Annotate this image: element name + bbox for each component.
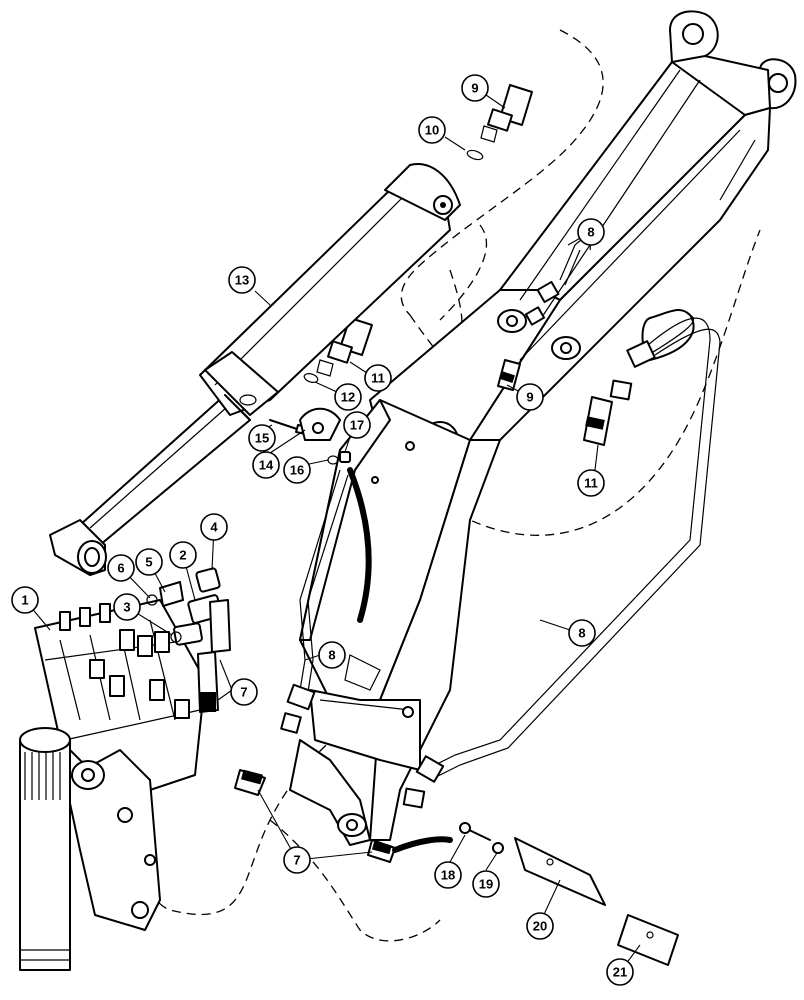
callout-20: 20 xyxy=(526,912,554,940)
left-tube-8 xyxy=(280,469,349,734)
callout-15: 15 xyxy=(248,424,276,452)
callout-5: 5 xyxy=(135,548,163,576)
callout-21: 21 xyxy=(606,958,634,986)
callout-3: 3 xyxy=(113,593,141,621)
svg-text:8: 8 xyxy=(578,626,585,641)
callout-9-top: 9 xyxy=(461,74,489,102)
mount-bracket xyxy=(19,727,161,971)
svg-text:2: 2 xyxy=(179,548,186,563)
callout-7-lower: 7 xyxy=(283,846,311,874)
callout-6: 6 xyxy=(107,554,135,582)
callout-12: 12 xyxy=(334,383,362,411)
hardware xyxy=(459,822,679,966)
svg-text:12: 12 xyxy=(341,390,355,405)
svg-text:6: 6 xyxy=(117,561,124,576)
callout-14: 14 xyxy=(252,451,280,479)
callout-16: 16 xyxy=(283,456,311,484)
svg-text:14: 14 xyxy=(259,458,274,473)
boom-arm xyxy=(289,10,797,846)
svg-text:19: 19 xyxy=(479,877,493,892)
svg-text:9: 9 xyxy=(526,390,533,405)
svg-text:8: 8 xyxy=(328,648,335,663)
callouts: 1 2 3 4 5 6 7 7 8 8 8 9 9 10 11 11 12 13… xyxy=(11,74,634,986)
callout-10: 10 xyxy=(418,116,446,144)
callout-17: 17 xyxy=(343,411,371,439)
callout-8-top: 8 xyxy=(577,218,605,246)
callout-18: 18 xyxy=(434,861,462,889)
svg-text:4: 4 xyxy=(210,520,218,535)
callout-11-right: 11 xyxy=(577,469,605,497)
steel-tube-line xyxy=(402,308,721,809)
svg-text:9: 9 xyxy=(471,81,478,96)
clamp-parts xyxy=(269,407,351,465)
fittings xyxy=(234,84,613,863)
svg-text:10: 10 xyxy=(425,123,439,138)
svg-text:8: 8 xyxy=(587,225,594,240)
svg-text:11: 11 xyxy=(584,476,598,491)
callout-9-mid: 9 xyxy=(516,383,544,411)
callout-2: 2 xyxy=(169,541,197,569)
hoses xyxy=(347,467,453,853)
svg-text:16: 16 xyxy=(290,463,304,478)
svg-text:15: 15 xyxy=(255,431,269,446)
callout-7-upper: 7 xyxy=(230,678,258,706)
callout-11-cylinder: 11 xyxy=(364,364,392,392)
svg-text:18: 18 xyxy=(441,868,455,883)
hydraulic-cylinder xyxy=(49,163,461,576)
svg-text:21: 21 xyxy=(613,965,627,980)
svg-text:20: 20 xyxy=(533,919,547,934)
callout-8-left: 8 xyxy=(318,641,346,669)
callout-8-right: 8 xyxy=(568,619,596,647)
svg-text:13: 13 xyxy=(235,273,249,288)
svg-text:5: 5 xyxy=(145,555,152,570)
callout-4: 4 xyxy=(200,513,228,541)
svg-text:1: 1 xyxy=(21,593,28,608)
svg-text:11: 11 xyxy=(371,371,385,386)
control-valve xyxy=(34,599,206,801)
callout-1: 1 xyxy=(11,586,39,614)
svg-text:7: 7 xyxy=(293,853,300,868)
svg-text:7: 7 xyxy=(240,685,247,700)
svg-text:17: 17 xyxy=(350,418,364,433)
upper-tube-8 xyxy=(524,238,591,326)
valve-fittings xyxy=(146,567,231,713)
callout-19: 19 xyxy=(472,870,500,898)
callout-13: 13 xyxy=(228,266,256,294)
svg-text:3: 3 xyxy=(123,600,130,615)
